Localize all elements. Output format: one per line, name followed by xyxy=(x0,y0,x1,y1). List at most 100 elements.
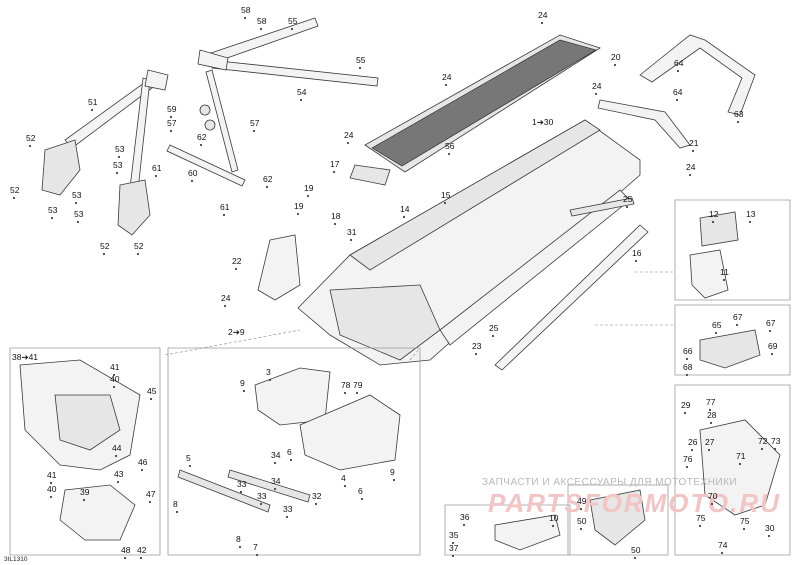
callout-c69: 69 xyxy=(768,341,778,351)
callout-c3: 3 xyxy=(266,367,271,377)
callout-c72: 72 xyxy=(758,436,768,446)
callout-leader-dot xyxy=(114,454,118,458)
callout-c62a: 62 xyxy=(197,132,207,142)
callout-c73: 73 xyxy=(771,436,781,446)
callout-c75b: 75 xyxy=(740,516,750,526)
callout-c4: 4 xyxy=(341,473,346,483)
callout-c58a: 58 xyxy=(241,5,251,15)
callout-leader-dot xyxy=(314,502,318,506)
callout-leader-dot xyxy=(268,378,272,382)
callout-c53e: 53 xyxy=(74,209,84,219)
callout-leader-dot xyxy=(447,152,451,156)
callout-leader-dot xyxy=(148,500,152,504)
callout-c79: 79 xyxy=(353,380,363,390)
callout-leader-dot xyxy=(273,487,277,491)
callout-leader-dot xyxy=(239,490,243,494)
nose-structure xyxy=(19,359,141,541)
callout-leader-dot xyxy=(474,352,478,356)
callout-leader-dot xyxy=(710,502,714,506)
callout-c33c: 33 xyxy=(283,504,293,514)
callout-c46: 46 xyxy=(138,457,148,467)
callout-c9a: 9 xyxy=(240,378,245,388)
callout-c23: 23 xyxy=(472,341,482,351)
callout-leader-dot xyxy=(634,259,638,263)
front-bulkhead xyxy=(177,367,401,513)
watermark: ЗАПЧАСТИ И АКСЕССУАРЫ ДЛЯ МОТОТЕХНИКИ PA… xyxy=(482,477,781,518)
callout-leader-dot xyxy=(112,385,116,389)
callout-c6a: 6 xyxy=(287,447,292,457)
callout-leader-dot xyxy=(50,216,54,220)
group-boxes xyxy=(9,199,791,556)
callout-c15: 15 xyxy=(441,190,451,200)
callout-leader-dot xyxy=(49,495,53,499)
callout-c64b: 64 xyxy=(673,87,683,97)
callout-c37: 37 xyxy=(449,543,459,553)
callout-leader-dot xyxy=(690,448,694,452)
callout-c27: 27 xyxy=(705,437,715,447)
callout-c66: 66 xyxy=(683,346,693,356)
callout-leader-dot xyxy=(346,141,350,145)
callout-leader-dot xyxy=(234,267,238,271)
callout-leader-dot xyxy=(306,194,310,198)
callout-c65: 65 xyxy=(712,320,722,330)
callout-c24c: 24 xyxy=(592,81,602,91)
callout-leader-dot xyxy=(332,170,336,174)
callout-c44: 44 xyxy=(112,443,122,453)
callout-c24a: 24 xyxy=(538,10,548,20)
callout-c8a: 8 xyxy=(173,499,178,509)
callout-c54: 54 xyxy=(297,87,307,97)
callout-leader-dot xyxy=(358,66,362,70)
callout-leader-dot xyxy=(223,304,227,308)
callout-c52c: 52 xyxy=(100,241,110,251)
callout-leader-dot xyxy=(299,98,303,102)
group-label-nose: 38➔41 xyxy=(12,352,38,362)
callout-c5: 5 xyxy=(186,453,191,463)
callout-leader-dot xyxy=(265,185,269,189)
group-label-front: 2➔9 xyxy=(228,327,245,337)
callout-c58b: 58 xyxy=(257,16,267,26)
callout-leader-dot xyxy=(360,497,364,501)
callout-leader-dot xyxy=(451,554,455,558)
callout-c67b: 67 xyxy=(766,318,776,328)
callout-c25b: 25 xyxy=(489,323,499,333)
callout-c74: 74 xyxy=(718,540,728,550)
callout-c55a: 55 xyxy=(288,16,298,26)
callout-c47: 47 xyxy=(146,489,156,499)
diagram-code: 3IL1310 xyxy=(4,556,28,563)
callout-c13: 13 xyxy=(746,209,756,219)
callout-c34b: 34 xyxy=(271,476,281,486)
callout-c45: 45 xyxy=(147,386,157,396)
callout-c52a: 52 xyxy=(26,133,36,143)
callout-c34a: 34 xyxy=(271,450,281,460)
callout-leader-dot xyxy=(579,527,583,531)
callout-c43: 43 xyxy=(114,469,124,479)
main-frame-tunnel xyxy=(257,119,641,366)
footrest-bracket xyxy=(494,489,646,551)
callout-leader-dot xyxy=(714,331,718,335)
callout-c24d: 24 xyxy=(344,130,354,140)
callout-leader-dot xyxy=(112,373,116,377)
callout-c57a: 57 xyxy=(167,118,177,128)
callout-c39: 39 xyxy=(80,487,90,497)
callout-leader-dot xyxy=(402,215,406,219)
callout-leader-dot xyxy=(760,447,764,451)
callout-c53c: 53 xyxy=(72,190,82,200)
callout-leader-dot xyxy=(742,527,746,531)
callout-c63: 63 xyxy=(734,109,744,119)
callout-leader-dot xyxy=(222,213,226,217)
callout-c7: 7 xyxy=(253,542,258,552)
callout-c55b: 55 xyxy=(356,55,366,65)
callout-c41a: 41 xyxy=(110,362,120,372)
callout-c30: 30 xyxy=(765,523,775,533)
callout-c19b: 19 xyxy=(294,201,304,211)
callout-leader-dot xyxy=(102,252,106,256)
callout-leader-dot xyxy=(579,507,583,511)
callout-c75a: 75 xyxy=(696,513,706,523)
callout-c12: 12 xyxy=(709,209,719,219)
callout-c64a: 64 xyxy=(674,58,684,68)
callout-c42: 42 xyxy=(137,545,147,555)
watermark-text: ЗАПЧАСТИ И АКСЕССУАРЫ ДЛЯ МОТОТЕХНИКИ xyxy=(482,477,737,488)
watermark-logo: PARTSFORMOTO.RU xyxy=(488,488,781,518)
callout-c62b: 62 xyxy=(263,174,273,184)
